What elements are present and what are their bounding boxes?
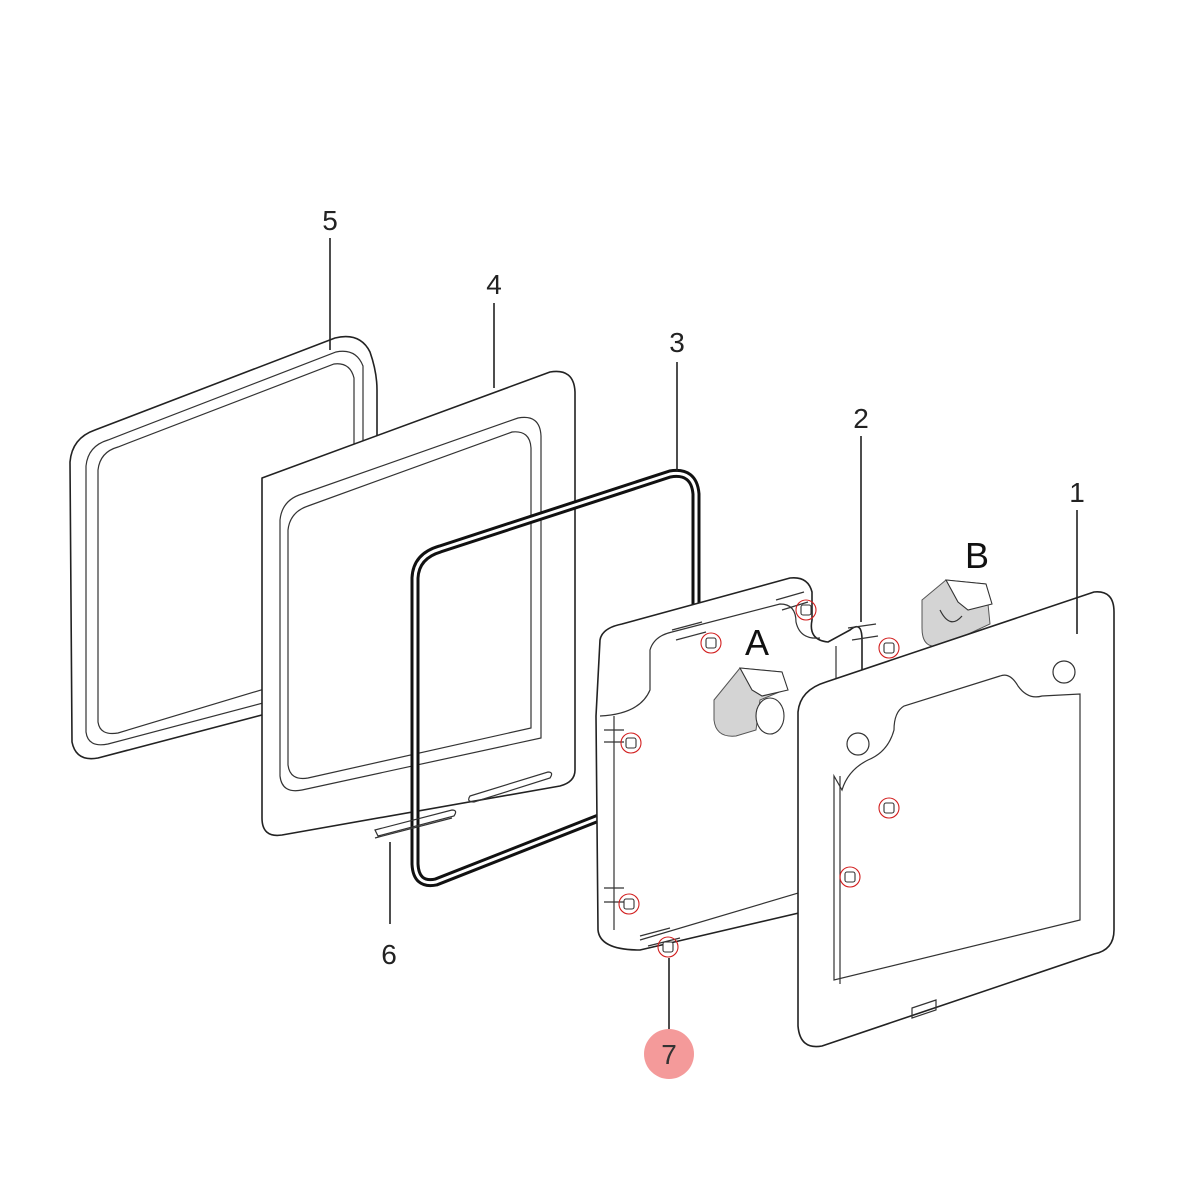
highlight-badge[interactable] [644, 1029, 694, 1079]
callout-7-highlight[interactable]: 7 [644, 1029, 694, 1079]
detail-label-a: A [745, 622, 769, 663]
detail-label-b: B [965, 535, 989, 576]
part-1-mounting-plate [797, 591, 1115, 1048]
part-7-marker-circles[interactable] [618, 599, 900, 958]
callout-5: 5 [322, 205, 338, 236]
marker-circle[interactable] [878, 797, 900, 819]
leader-lines [329, 238, 1078, 1030]
detail-b-clip [921, 579, 993, 647]
callout-7: 7 [661, 1039, 677, 1070]
callout-3: 3 [669, 327, 685, 358]
marker-circle[interactable] [839, 866, 861, 888]
detail-a-clip [713, 667, 789, 737]
callout-labels: 5 4 3 2 1 6 A B [322, 205, 1085, 970]
marker-circle[interactable] [795, 599, 817, 621]
callout-4: 4 [486, 269, 502, 300]
marker-circle[interactable] [620, 732, 642, 754]
marker-circle[interactable] [618, 893, 640, 915]
marker-circle[interactable] [878, 637, 900, 659]
marker-circle[interactable] [700, 632, 722, 654]
callout-2: 2 [853, 403, 869, 434]
part-6-pins [374, 809, 457, 839]
callout-1: 1 [1069, 477, 1085, 508]
marker-circle[interactable] [657, 936, 679, 958]
callout-6: 6 [381, 939, 397, 970]
